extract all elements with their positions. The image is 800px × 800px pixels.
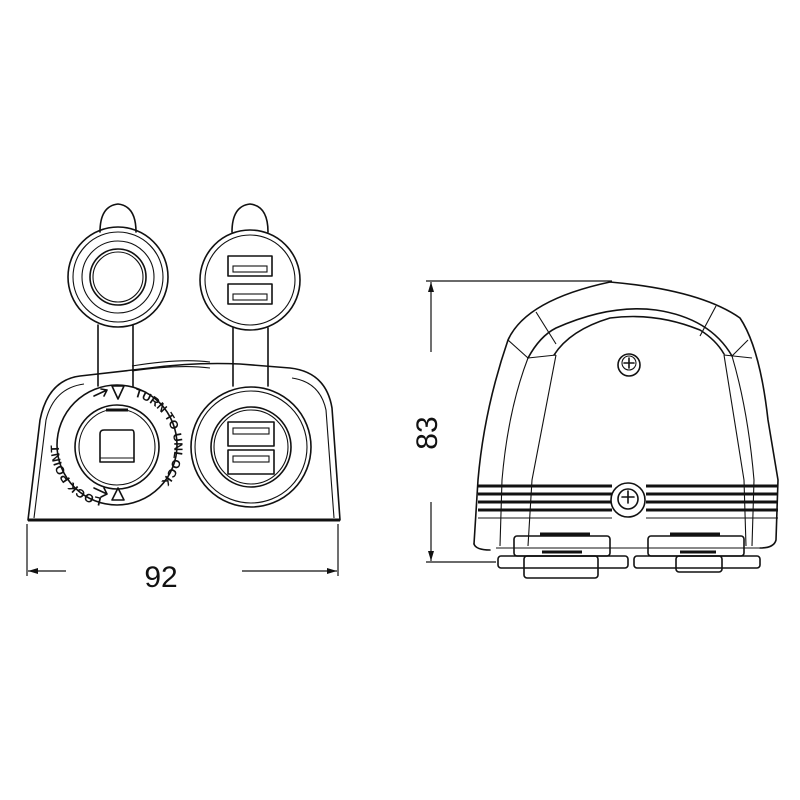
width-dimension-label: 92	[144, 561, 177, 594]
height-dimension-label: 83	[411, 416, 444, 449]
base-housing	[27, 362, 341, 521]
lock-triangle-icon	[111, 487, 125, 501]
height-dimension: 83	[411, 280, 612, 563]
side-housing	[473, 281, 779, 549]
usb-charger	[190, 386, 312, 508]
usb-port-icon	[227, 449, 275, 475]
unlock-triangle-icon	[111, 385, 125, 400]
mounting-feet	[496, 532, 761, 579]
usb-cap	[199, 203, 301, 387]
power-socket-cap	[67, 203, 169, 387]
power-socket: LOCK POINT TURN TO UNLOCK	[48, 384, 185, 509]
band-screw-icon	[610, 482, 646, 518]
top-screw-icon	[617, 353, 641, 377]
ribbed-band	[478, 484, 778, 519]
arrow-icon	[93, 388, 108, 397]
width-dimension: 92	[26, 524, 339, 594]
usb-port-icon	[227, 421, 275, 447]
side-view: 83	[411, 280, 779, 579]
arrow-icon	[93, 487, 108, 498]
front-view: LOCK POINT TURN TO UNLOCK 92	[26, 203, 341, 594]
